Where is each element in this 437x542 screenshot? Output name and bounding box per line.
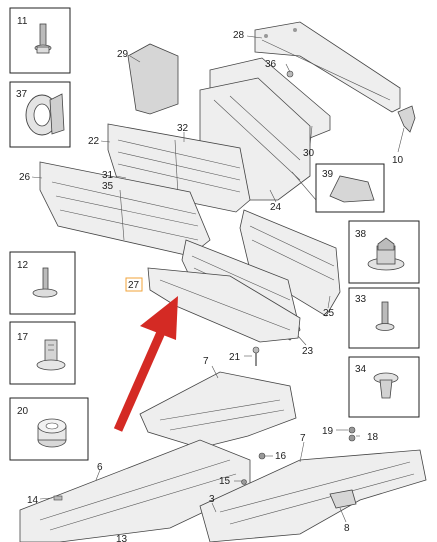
inset-12: 12: [9, 251, 76, 315]
part-10-bracket: [397, 105, 416, 133]
label-32: 32: [177, 123, 189, 134]
inset-34: 34: [348, 356, 420, 418]
label-39: 39: [322, 169, 334, 180]
label-11: 11: [17, 16, 28, 27]
label-3: 3: [209, 494, 215, 505]
label-16: 16: [275, 451, 287, 462]
label-7-upper: 7: [203, 356, 209, 367]
label-13: 13: [116, 534, 128, 542]
label-8: 8: [344, 523, 350, 534]
label-7-lower: 7: [300, 433, 306, 444]
label-27-highlight: [125, 277, 143, 292]
rivet-icon: [373, 372, 399, 399]
inset-12-frame: [9, 251, 76, 315]
label-10: 10: [392, 155, 404, 166]
label-33: 33: [355, 294, 367, 305]
inset-37: 37: [9, 81, 71, 148]
label-19: 19: [322, 426, 334, 437]
label-25: 25: [323, 308, 335, 319]
nut-icon: [367, 237, 405, 271]
label-37: 37: [16, 89, 28, 100]
label-36: 36: [265, 59, 277, 70]
label-24: 24: [270, 202, 282, 213]
label-28: 28: [233, 30, 245, 41]
clip-icon: [25, 93, 65, 136]
inset-11: 11: [9, 7, 71, 74]
bolt-icon: [375, 301, 395, 331]
part-21-screw: [252, 346, 260, 366]
part-39-callout: [291, 163, 385, 213]
part-25-duct: [239, 209, 341, 317]
label-34: 34: [355, 364, 367, 375]
part-26-shutter: [39, 161, 211, 257]
bolt-icon: [34, 23, 52, 54]
label-18: 18: [367, 432, 379, 443]
label-30: 30: [303, 148, 315, 159]
part-18-19-fasteners: [348, 426, 356, 442]
red-arrow-icon: [113, 296, 178, 432]
label-20: 20: [17, 406, 29, 417]
label-23: 23: [302, 346, 314, 357]
label-38: 38: [355, 229, 367, 240]
inset-38: 38: [348, 220, 420, 284]
part-labels: 29 28 36 32 22 31 35 26 30 10 39 24 27 2…: [19, 30, 404, 542]
label-29: 29: [117, 49, 129, 60]
label-21: 21: [229, 352, 241, 363]
inset-20: 20: [9, 397, 89, 461]
inset-33: 33: [348, 287, 420, 349]
part-15-screw: [241, 479, 247, 485]
label-26: 26: [19, 172, 31, 183]
part-14-clip: [53, 495, 63, 501]
label-27: 27: [128, 280, 140, 291]
grommet-icon: [36, 339, 66, 371]
rivet-icon: [32, 267, 58, 298]
label-6: 6: [97, 462, 103, 473]
part-36-screw: [286, 70, 294, 78]
inset-17-frame: [9, 321, 76, 385]
label-15: 15: [219, 476, 231, 487]
part-29-deflector: [127, 43, 179, 115]
part-27-panel: [125, 267, 301, 343]
label-17: 17: [17, 332, 29, 343]
label-35: 35: [102, 181, 114, 192]
part-7-lower-shield: [199, 449, 427, 542]
leader-lines: [31, 35, 405, 523]
inset-17: 17: [9, 321, 76, 385]
bushing-icon: [37, 418, 67, 448]
part-7-upper-shield: [139, 371, 297, 449]
part-8-bracket: [329, 489, 357, 509]
part-28-crossmember: [254, 21, 401, 113]
label-14: 14: [27, 495, 39, 506]
label-31: 31: [102, 170, 114, 181]
label-22: 22: [88, 136, 100, 147]
label-12: 12: [17, 260, 29, 271]
